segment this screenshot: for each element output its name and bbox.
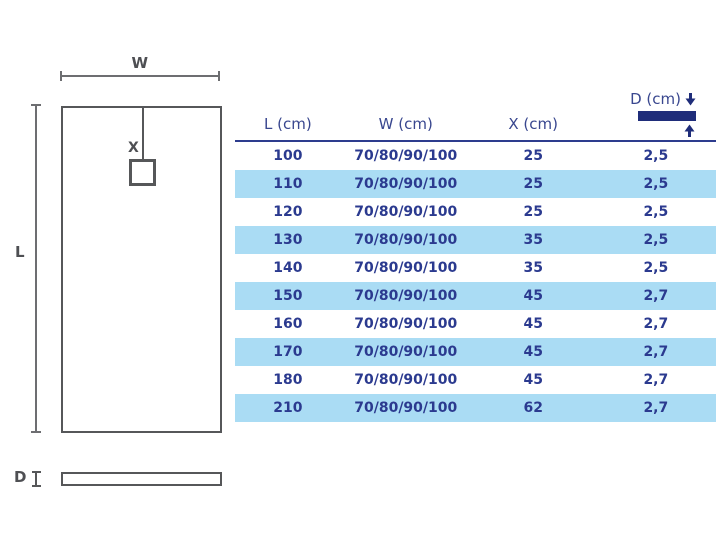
cell-depth: 2,7 bbox=[643, 372, 669, 388]
cell-length: 130 bbox=[273, 232, 303, 248]
tray-side-profile bbox=[61, 472, 222, 486]
table-row: 140 70/80/90/100 35 2,5 bbox=[235, 254, 716, 282]
cell-width: 70/80/90/100 bbox=[354, 148, 458, 164]
header-depth: D (cm) bbox=[596, 90, 716, 140]
length-dimension-line bbox=[31, 104, 41, 433]
tray-top-view-diagram: W L X D bbox=[0, 0, 235, 540]
cell-length: 120 bbox=[273, 204, 303, 220]
cell-width: 70/80/90/100 bbox=[354, 400, 458, 416]
cell-width: 70/80/90/100 bbox=[354, 204, 458, 220]
cell-width: 70/80/90/100 bbox=[354, 288, 458, 304]
table-row: 100 70/80/90/100 25 2,5 bbox=[235, 142, 716, 170]
cell-depth: 2,5 bbox=[643, 148, 669, 164]
cell-width: 70/80/90/100 bbox=[354, 260, 458, 276]
cell-depth: 2,7 bbox=[643, 288, 669, 304]
cell-width: 70/80/90/100 bbox=[354, 316, 458, 332]
cell-drain-offset: 35 bbox=[523, 260, 543, 276]
width-dimension-line bbox=[60, 71, 220, 81]
arrow-down-icon bbox=[685, 92, 696, 106]
cell-depth: 2,7 bbox=[643, 344, 669, 360]
cell-width: 70/80/90/100 bbox=[354, 372, 458, 388]
table-row: 110 70/80/90/100 25 2,5 bbox=[235, 170, 716, 198]
cell-width: 70/80/90/100 bbox=[354, 344, 458, 360]
header-width: W (cm) bbox=[378, 115, 433, 133]
table-header-row: L (cm) W (cm) X (cm) D (cm) bbox=[235, 86, 716, 142]
header-length: L (cm) bbox=[264, 115, 312, 133]
table-row: 160 70/80/90/100 45 2,7 bbox=[235, 310, 716, 338]
dimensions-table: L (cm) W (cm) X (cm) D (cm) bbox=[235, 86, 716, 422]
cell-drain-offset: 25 bbox=[523, 204, 543, 220]
cell-depth: 2,7 bbox=[643, 316, 669, 332]
cell-drain-offset: 45 bbox=[523, 344, 543, 360]
drain-square bbox=[129, 159, 156, 186]
width-dimension-label: W bbox=[131, 54, 149, 72]
depth-bar-icon bbox=[637, 111, 696, 121]
depth-dimension-label: D bbox=[14, 468, 27, 486]
header-depth-label: D (cm) bbox=[630, 90, 681, 108]
cell-length: 150 bbox=[273, 288, 303, 304]
cell-length: 140 bbox=[273, 260, 303, 276]
cell-length: 180 bbox=[273, 372, 303, 388]
cell-width: 70/80/90/100 bbox=[354, 232, 458, 248]
cell-drain-offset: 62 bbox=[523, 400, 543, 416]
table-row: 120 70/80/90/100 25 2,5 bbox=[235, 198, 716, 226]
cell-length: 210 bbox=[273, 400, 303, 416]
cell-drain-offset: 25 bbox=[523, 176, 543, 192]
cell-length: 110 bbox=[273, 176, 303, 192]
cell-drain-offset: 35 bbox=[523, 232, 543, 248]
depth-dimension-tick bbox=[32, 471, 41, 487]
cell-width: 70/80/90/100 bbox=[354, 176, 458, 192]
cell-depth: 2,5 bbox=[643, 176, 669, 192]
cell-depth: 2,5 bbox=[643, 260, 669, 276]
table-body: 100 70/80/90/100 25 2,5 110 70/80/90/100… bbox=[235, 142, 716, 422]
cell-depth: 2,7 bbox=[643, 400, 669, 416]
cell-drain-offset: 25 bbox=[523, 148, 543, 164]
cell-depth: 2,5 bbox=[643, 232, 669, 248]
length-dimension-label: L bbox=[15, 243, 26, 261]
cell-drain-offset: 45 bbox=[523, 316, 543, 332]
table-row: 180 70/80/90/100 45 2,7 bbox=[235, 366, 716, 394]
arrow-up-icon bbox=[684, 124, 695, 137]
table-row: 130 70/80/90/100 35 2,5 bbox=[235, 226, 716, 254]
cell-length: 160 bbox=[273, 316, 303, 332]
drain-offset-label: X bbox=[128, 140, 140, 156]
table-row: 150 70/80/90/100 45 2,7 bbox=[235, 282, 716, 310]
cell-drain-offset: 45 bbox=[523, 372, 543, 388]
cell-drain-offset: 45 bbox=[523, 288, 543, 304]
cell-length: 170 bbox=[273, 344, 303, 360]
table-row: 170 70/80/90/100 45 2,7 bbox=[235, 338, 716, 366]
cell-length: 100 bbox=[273, 148, 303, 164]
table-row: 210 70/80/90/100 62 2,7 bbox=[235, 394, 716, 422]
cell-depth: 2,5 bbox=[643, 204, 669, 220]
header-drain-offset: X (cm) bbox=[508, 115, 558, 133]
